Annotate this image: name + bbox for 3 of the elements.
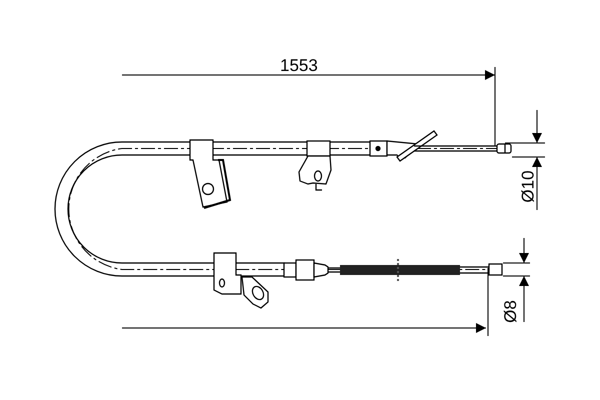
dimension-label: Ø8 bbox=[502, 300, 519, 323]
dimension-label: 1553 bbox=[280, 57, 318, 74]
dimension-label: Ø10 bbox=[520, 170, 537, 203]
